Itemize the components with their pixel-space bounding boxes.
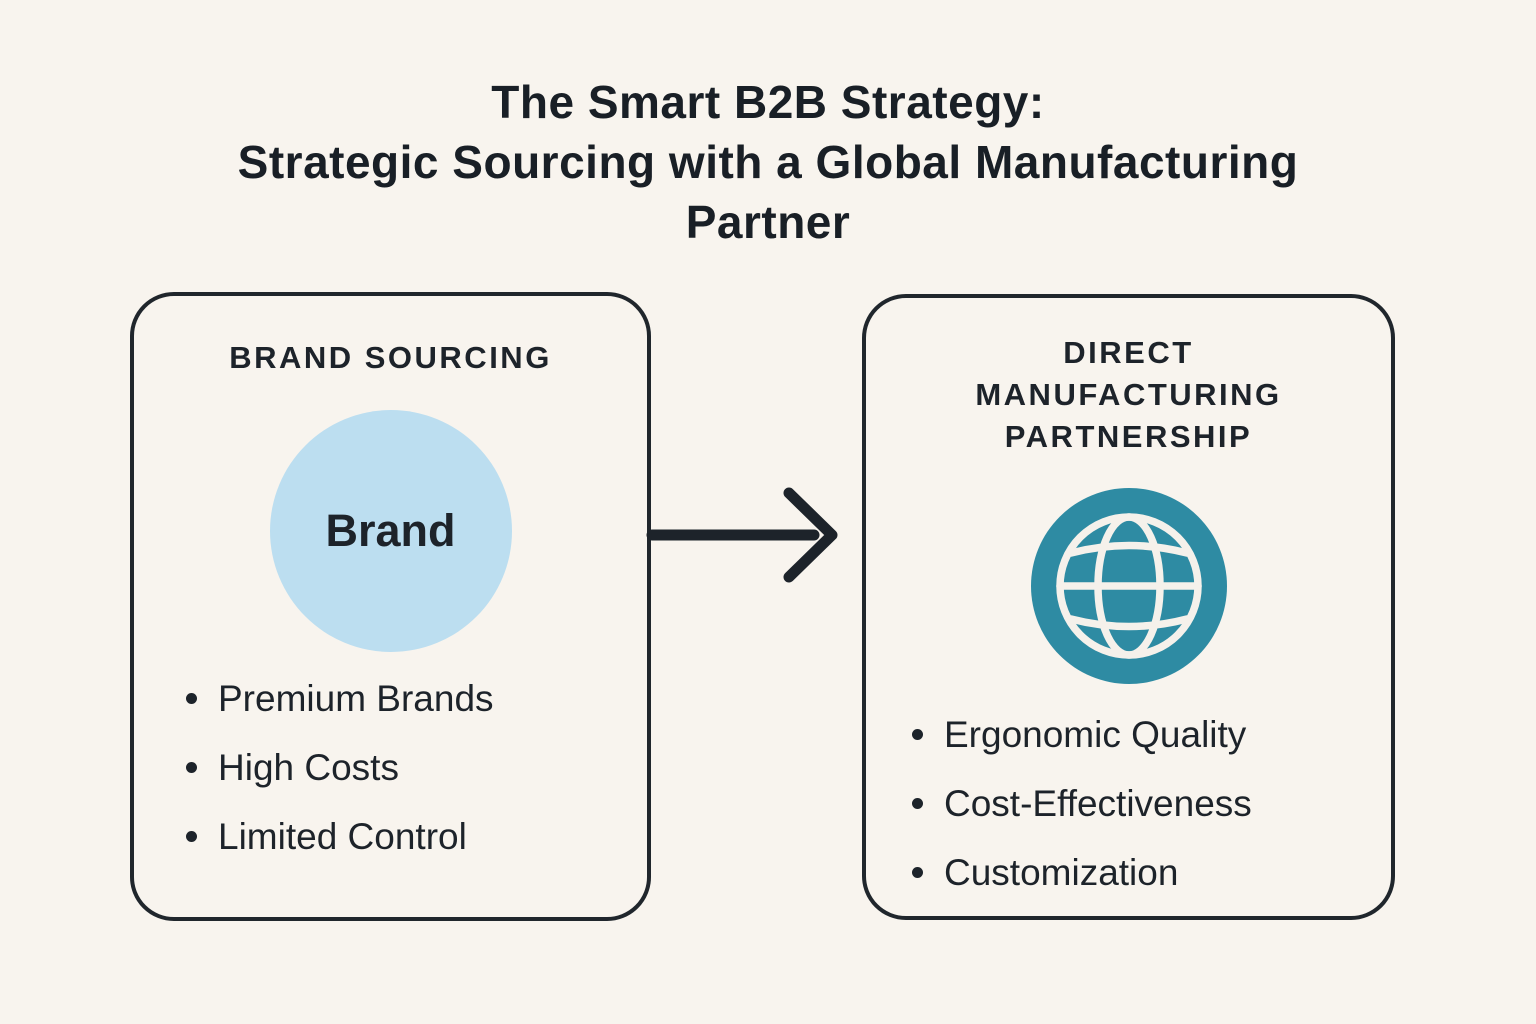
page-title-line-2: Strategic Sourcing with a Global Manufac… xyxy=(237,136,1299,188)
direct-manufacturing-header-line-1: DIRECT xyxy=(1063,335,1194,370)
direct-manufacturing-box: DIRECT MANUFACTURING PARTNERSHIP xyxy=(862,294,1395,920)
page-title-line-1: The Smart B2B Strategy: xyxy=(491,76,1045,128)
right-arrow-icon xyxy=(646,487,838,583)
list-item: Ergonomic Quality xyxy=(912,700,1437,769)
bullet-text: Limited Control xyxy=(218,815,467,857)
brand-circle: Brand xyxy=(269,410,512,652)
list-item: Cost-Effectiveness xyxy=(912,769,1437,838)
bullet-text: High Costs xyxy=(218,746,399,788)
list-item: Limited Control xyxy=(186,802,699,871)
brand-circle-label: Brand xyxy=(325,505,456,556)
bullet-dot-icon xyxy=(912,867,923,878)
bullet-dot-icon xyxy=(186,831,197,842)
direct-manufacturing-header: DIRECT MANUFACTURING PARTNERSHIP xyxy=(866,332,1391,458)
bullet-text: Cost-Effectiveness xyxy=(944,782,1252,824)
globe-icon xyxy=(1030,488,1227,684)
bullet-dot-icon xyxy=(912,729,923,740)
bullet-dot-icon xyxy=(186,693,197,704)
bullet-text: Premium Brands xyxy=(218,677,494,719)
bullet-dot-icon xyxy=(912,798,923,809)
list-item: High Costs xyxy=(186,733,699,802)
brand-sourcing-box: BRAND SOURCING Brand Premium Brands High… xyxy=(130,292,651,921)
bullet-text: Customization xyxy=(944,851,1179,893)
brand-sourcing-header: BRAND SOURCING xyxy=(229,340,552,375)
bullet-text: Ergonomic Quality xyxy=(944,713,1247,755)
direct-manufacturing-bullet-list: Ergonomic Quality Cost-Effectiveness Cus… xyxy=(866,700,1437,907)
bullet-dot-icon xyxy=(186,762,197,773)
page-title-line-3: Partner xyxy=(685,196,851,248)
direct-manufacturing-header-line-2: MANUFACTURING xyxy=(975,377,1282,412)
brand-sourcing-bullet-list: Premium Brands High Costs Limited Contro… xyxy=(134,664,699,871)
list-item: Customization xyxy=(912,838,1437,907)
list-item: Premium Brands xyxy=(186,664,699,733)
page-title: The Smart B2B Strategy: Strategic Sourci… xyxy=(0,72,1536,252)
direct-manufacturing-header-line-3: PARTNERSHIP xyxy=(1004,419,1253,454)
